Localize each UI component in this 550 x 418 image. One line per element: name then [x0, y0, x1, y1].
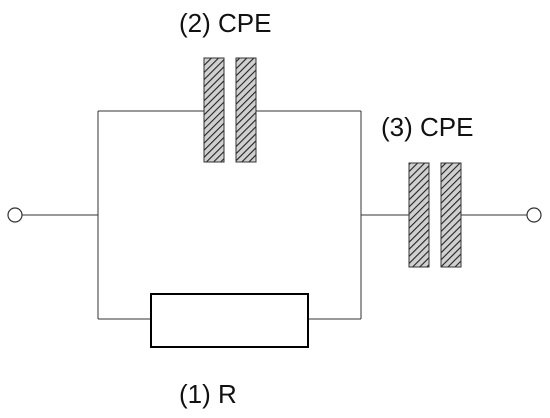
left-terminal — [7, 207, 23, 223]
cpe-3-element — [408, 162, 462, 268]
label-resistor-1: (1) R — [179, 379, 237, 409]
cpe-2-plate-left — [203, 57, 225, 163]
label-cpe-2: (2) CPE — [179, 8, 271, 38]
resistor-1-element — [150, 293, 309, 348]
cpe-3-plate-right — [440, 162, 462, 268]
label-cpe-3: (3) CPE — [381, 112, 473, 142]
cpe-2-plate-right — [235, 57, 257, 163]
cpe-2-element — [203, 57, 257, 163]
cpe-3-plate-left — [408, 162, 430, 268]
right-terminal — [526, 207, 542, 223]
